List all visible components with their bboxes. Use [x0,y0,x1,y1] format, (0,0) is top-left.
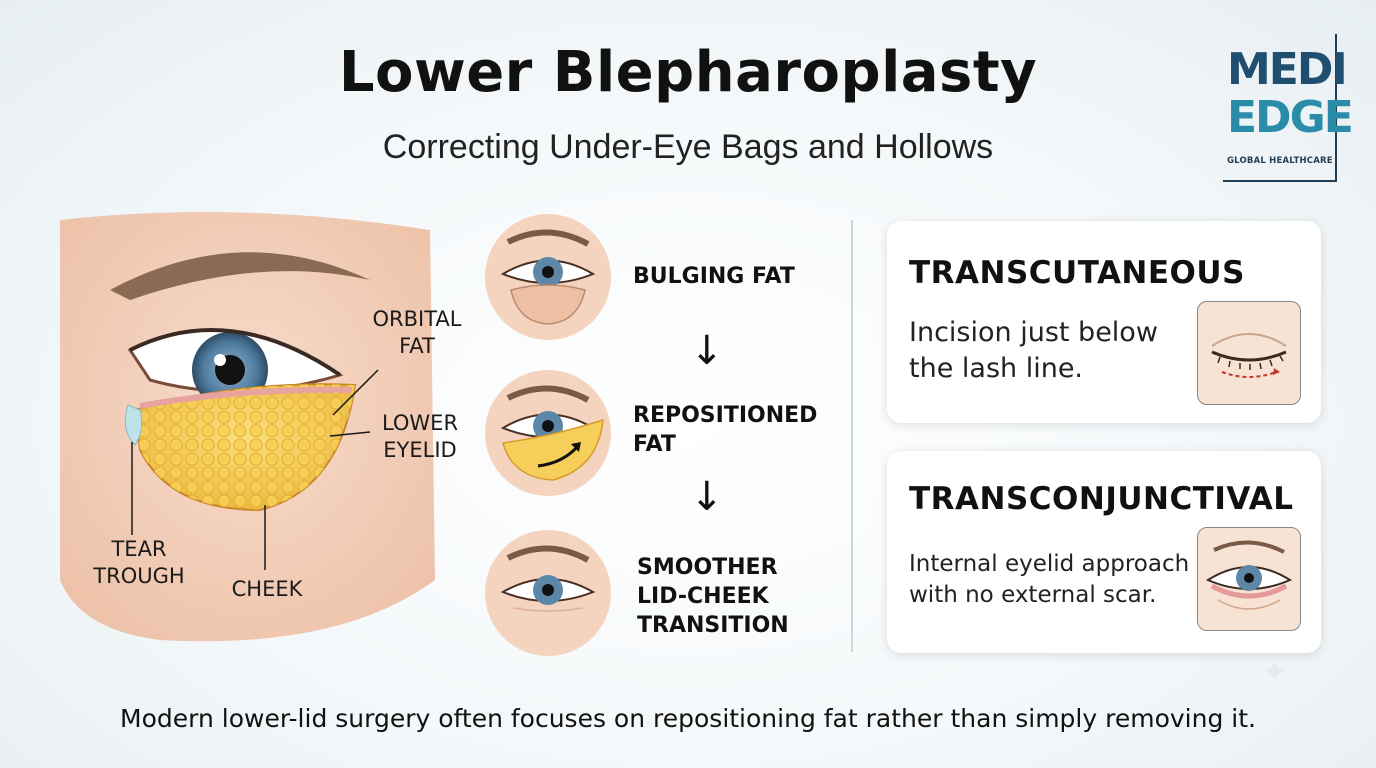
step-1-line-1: BULGING FAT [633,264,795,289]
label-lower-eyelid-line2: EYELID [383,438,457,462]
step-2-line-2: FAT [633,432,676,457]
step-3-line-3: TRANSITION [637,613,789,638]
technique-title: TRANSCONJUNCTIVAL [909,481,1294,517]
label-orbital-fat-line2: FAT [399,334,435,358]
logo-tagline: GLOBAL HEALTHCARE [1227,156,1333,166]
step-label-repositioned-fat: REPOSITIONED FAT [633,401,817,459]
step-repositioned-fat-image [485,370,611,496]
eye-anatomy-illustration [60,212,435,642]
brand-logo: MEDI EDGE GLOBAL HEALTHCARE [1223,34,1354,182]
label-lower-eyelid: LOWER EYELID [370,410,470,464]
technique-1-desc-line-1: Incision just below [909,317,1158,348]
page-title: Lower Blepharoplasty [338,40,1038,105]
logo-text-edge: EDGE [1227,92,1354,143]
logo-text-medi: MEDI [1227,44,1348,95]
technique-1-desc-line-2: the lash line. [909,353,1084,384]
step-smoother-transition-image [485,530,611,656]
step-3-line-2: LID-CHEEK [637,584,769,609]
label-lower-eyelid-line1: LOWER [381,411,459,435]
technique-2-desc-line-1: Internal eyelid approach [909,551,1190,577]
column-divider [851,220,853,652]
technique-description: Incision just below the lash line. [909,315,1158,387]
arrow-down-icon: ↓ [690,328,724,374]
sparkle-icon: ✦ [1262,656,1288,689]
label-tear-trough: TEAR TROUGH [84,536,194,590]
label-tear-trough-line2: TROUGH [93,564,185,588]
step-bulging-fat-image [485,214,611,340]
arrow-down-icon: ↓ [690,474,724,520]
open-eye-icon [1197,527,1301,631]
footer-note: Modern lower-lid surgery often focuses o… [120,704,1256,733]
technique-description: Internal eyelid approach with no externa… [909,549,1189,611]
label-orbital-fat: ORBITAL FAT [362,306,472,360]
technique-title: TRANSCUTANEOUS [909,255,1245,291]
step-label-smoother-transition: SMOOTHER LID-CHEEK TRANSITION [637,553,789,640]
page-subtitle: Correcting Under-Eye Bags and Hollows [382,128,994,166]
technique-2-desc-line-2: with no external scar. [909,582,1157,608]
label-cheek: CHEEK [231,577,303,601]
closed-eye-incision-icon [1197,301,1301,405]
step-2-line-1: REPOSITIONED [633,403,818,428]
technique-card-transcutaneous: TRANSCUTANEOUS Incision just below the l… [887,221,1321,423]
step-3-line-1: SMOOTHER [637,555,778,580]
technique-card-transconjunctival: TRANSCONJUNCTIVAL Internal eyelid approa… [887,451,1321,653]
label-tear-trough-line1: TEAR [111,537,167,561]
label-orbital-fat-line1: ORBITAL [372,307,462,331]
step-label-bulging-fat: BULGING FAT [633,262,795,291]
